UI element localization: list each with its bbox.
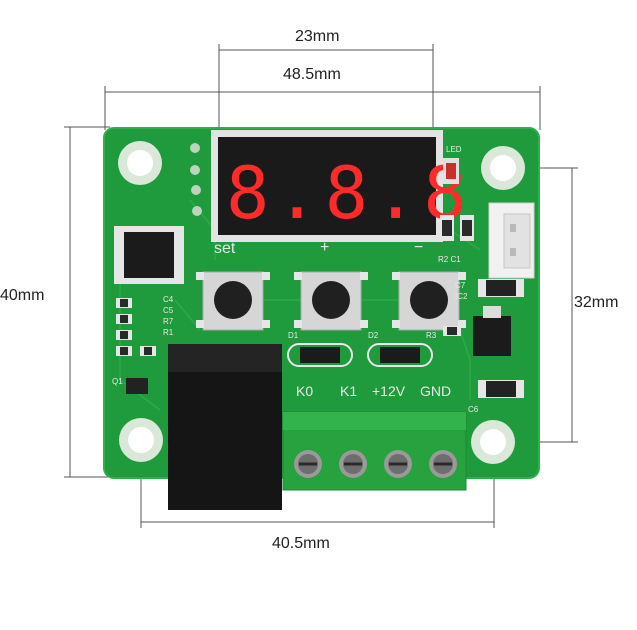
silk-minus: − (414, 239, 423, 256)
silk-ic2: IC2 (455, 292, 468, 301)
silk-k0: K0 (296, 383, 313, 399)
screw-k0 (294, 450, 322, 478)
dimension-lines (64, 44, 578, 528)
microcontroller-chip (114, 226, 184, 284)
silk-r3: R3 (426, 331, 437, 340)
screw-terminal-block (282, 411, 467, 491)
silk-r1: R1 (163, 328, 174, 337)
silk-c7: C7 (455, 281, 466, 290)
silk-r2c1: R2 C1 (438, 255, 461, 264)
mounting-hole-bottom-left (119, 418, 163, 462)
silk-c4: C4 (163, 295, 174, 304)
silk-plus: + (320, 239, 329, 256)
screw-12v (384, 450, 412, 478)
mounting-hole-top-right (481, 146, 525, 190)
dim-board-width: 48.5mm (283, 66, 341, 83)
silk-d2: D2 (368, 331, 379, 340)
vias (190, 143, 202, 216)
screw-gnd (429, 450, 457, 478)
silk-c6: C6 (468, 405, 479, 414)
dim-mount-horizontal: 40.5mm (272, 535, 330, 552)
screw-k1 (339, 450, 367, 478)
set-button[interactable] (196, 271, 270, 331)
silk-gnd: GND (420, 383, 451, 399)
silk-c5: C5 (163, 306, 174, 315)
diode-d2 (367, 343, 433, 367)
diode-d1 (287, 343, 353, 367)
sensor-connector (488, 202, 535, 279)
smd-parts-right (440, 215, 524, 398)
mounting-hole-bottom-right (471, 420, 515, 464)
plus-button[interactable] (294, 271, 368, 331)
silk-r7: R7 (163, 317, 174, 326)
led-indicator (443, 158, 459, 184)
dim-board-height: 40mm (0, 287, 45, 304)
minus-button[interactable] (392, 271, 466, 331)
relay (168, 344, 282, 510)
smd-parts-left (116, 298, 156, 394)
display-digits: 8.8.8. (226, 151, 522, 235)
silk-led: LED (446, 145, 462, 154)
silk-12v: +12V (372, 383, 406, 399)
silk-set: set (214, 240, 236, 257)
silk-k1: K1 (340, 383, 357, 399)
silk-q1: Q1 (112, 377, 123, 386)
dim-mount-vertical: 32mm (574, 294, 619, 311)
dim-display-width: 23mm (295, 28, 340, 45)
mounting-hole-top-left (118, 141, 162, 185)
silk-d1: D1 (288, 331, 299, 340)
